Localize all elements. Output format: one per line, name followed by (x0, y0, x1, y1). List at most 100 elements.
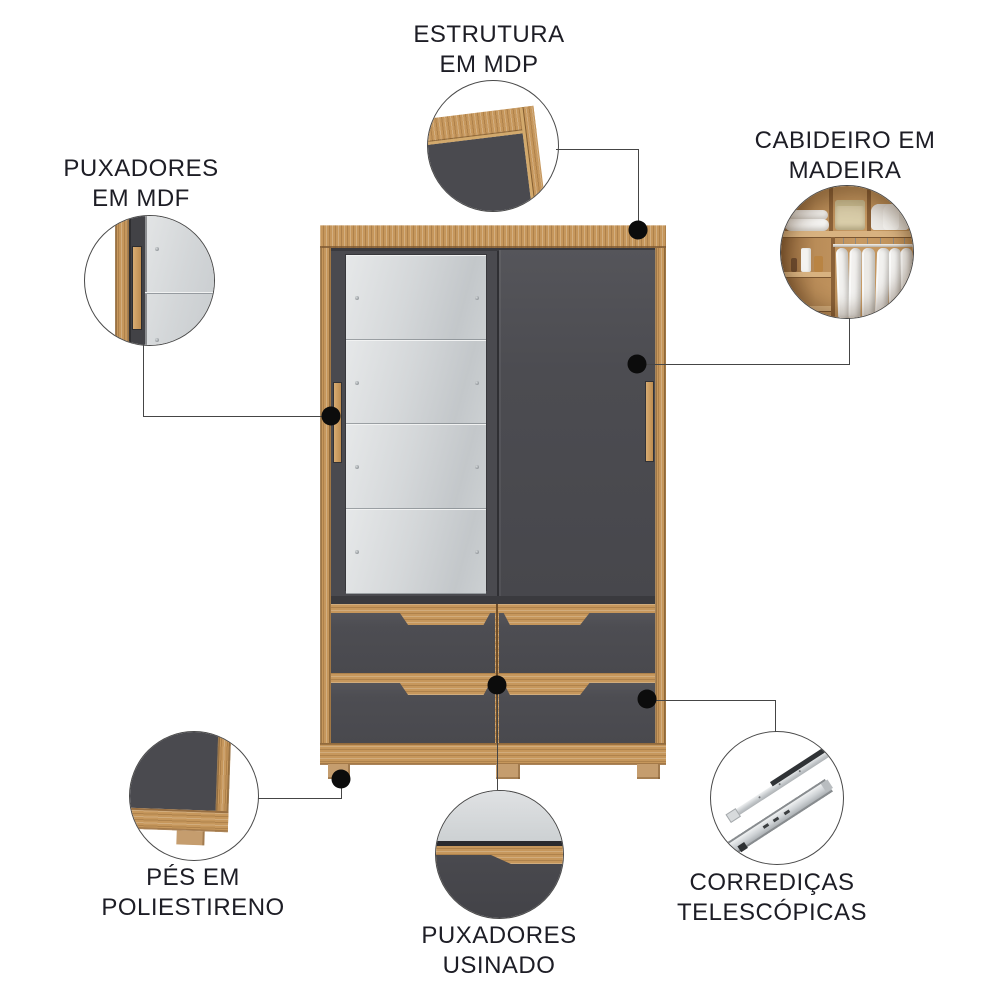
photo-vignette (781, 186, 913, 318)
wood-base-detail (130, 807, 229, 833)
bottle (801, 248, 811, 272)
hanger-hook (880, 238, 881, 244)
mirror-panels (346, 255, 486, 594)
callout-dot-estrutura (628, 220, 648, 240)
label-pes-em-poliestireno: PÉS EM POLIESTIRENO (43, 863, 343, 923)
label-line: ESTRUTURA (413, 21, 565, 48)
bottle (791, 258, 797, 272)
screw-dot (155, 338, 159, 342)
label-line: CABIDEIRO EM (754, 127, 936, 154)
door-frame-line (129, 216, 131, 345)
wardrobe-foot (496, 764, 520, 779)
callout-dot-puxadores-usinado (487, 675, 507, 695)
connector-line (258, 798, 342, 799)
pillow (786, 210, 828, 220)
sliding-door-gray (499, 250, 655, 596)
rolled-towels (871, 204, 909, 230)
hanging-garment (862, 248, 875, 318)
storage-basket (835, 200, 865, 230)
hanger-hook (867, 238, 868, 244)
door-bottom-line (436, 841, 563, 846)
shelf-board (781, 272, 831, 277)
mirror-detail (436, 791, 563, 841)
callout-circle-cabideiro (780, 185, 914, 319)
connector-line (637, 364, 850, 365)
label-line: PUXADORES (63, 155, 219, 182)
screw-dot (475, 550, 479, 554)
screw-dot (155, 247, 159, 251)
label-line: PUXADORES (421, 922, 577, 949)
wardrobe-top-panel (320, 225, 666, 248)
wardrobe-left-side-panel (320, 248, 331, 743)
callout-circle-pes (129, 731, 259, 861)
screw-dot (355, 550, 359, 554)
connector-line (775, 700, 776, 732)
corner-detail (428, 81, 558, 211)
label-estrutura-em-mdp: ESTRUTURA EM MDP (339, 20, 639, 80)
connector-line (647, 700, 776, 701)
mdf-handle-detail (133, 247, 141, 329)
polystyrene-foot-detail (176, 830, 205, 846)
label-line: TELESCÓPICAS (676, 899, 868, 926)
label-line: MADEIRA (788, 157, 902, 184)
closet-interior-photo (781, 186, 913, 318)
label-line: POLIESTIRENO (101, 894, 285, 921)
connector-line (638, 149, 639, 224)
callout-dot-cabideiro (627, 354, 647, 374)
label-cabideiro-em-madeira: CABIDEIRO EM MADEIRA (695, 126, 995, 186)
shelf-divider (829, 186, 833, 231)
screw-dot (355, 296, 359, 300)
label-line: EM MDP (439, 51, 539, 78)
callout-dot-pes (331, 769, 351, 789)
label-puxadores-em-mdf: PUXADORES EM MDF (0, 154, 291, 214)
hanger-hook (855, 238, 856, 244)
wooden-hanging-rod (833, 244, 913, 247)
mirror-seam (145, 292, 214, 293)
mirror-detail (145, 216, 214, 345)
screw-dot (475, 381, 479, 385)
wardrobe-base-panel (320, 743, 666, 765)
door-handle-right (646, 382, 653, 461)
connector-line (143, 344, 144, 417)
hanger-hook (843, 238, 844, 244)
sliding-door-mirror (331, 251, 497, 596)
callout-circle-puxadores-usinado (435, 790, 564, 919)
mirror-panel (346, 255, 486, 340)
shelf-board (781, 306, 831, 311)
hanger-hook (904, 238, 905, 244)
foot-corner-detail (130, 732, 258, 860)
label-puxadores-usinado: PUXADORES USINADO (349, 921, 649, 981)
label-line: PÉS EM (146, 864, 240, 891)
drawer-corner-detail (130, 732, 221, 811)
label-line: CORREDIÇAS (689, 869, 855, 896)
connector-line (341, 783, 342, 799)
panel-detail (428, 133, 535, 211)
shelf-divider (867, 186, 871, 231)
label-corredicas-telescopicas: CORREDIÇAS TELESCÓPICAS (622, 868, 922, 928)
pillow (785, 219, 829, 231)
hanging-garment (889, 248, 901, 318)
callout-dot-puxadores-mdf (321, 406, 341, 426)
mirror-panel (346, 509, 486, 594)
wardrobe-foot (637, 764, 660, 779)
hanger-hook (893, 238, 894, 244)
drawer-center-divider (496, 604, 498, 743)
shelf-divider (831, 237, 835, 318)
label-line: EM MDF (92, 185, 190, 212)
screw-dot (475, 296, 479, 300)
callout-circle-estrutura (427, 80, 559, 212)
label-line: USINADO (442, 952, 556, 979)
callout-dot-corredicas (637, 689, 657, 709)
door-gap-shadow (497, 251, 499, 596)
shelf-board (781, 231, 913, 237)
slide-channel (770, 746, 828, 787)
door-wood-edge-detail (115, 216, 129, 345)
callout-circle-puxadores-mdf (84, 215, 215, 346)
screw-dot (355, 465, 359, 469)
connector-line (497, 691, 498, 790)
connector-line (556, 149, 639, 150)
wardrobe-right-side-panel (655, 248, 666, 743)
connector-line (849, 318, 850, 365)
